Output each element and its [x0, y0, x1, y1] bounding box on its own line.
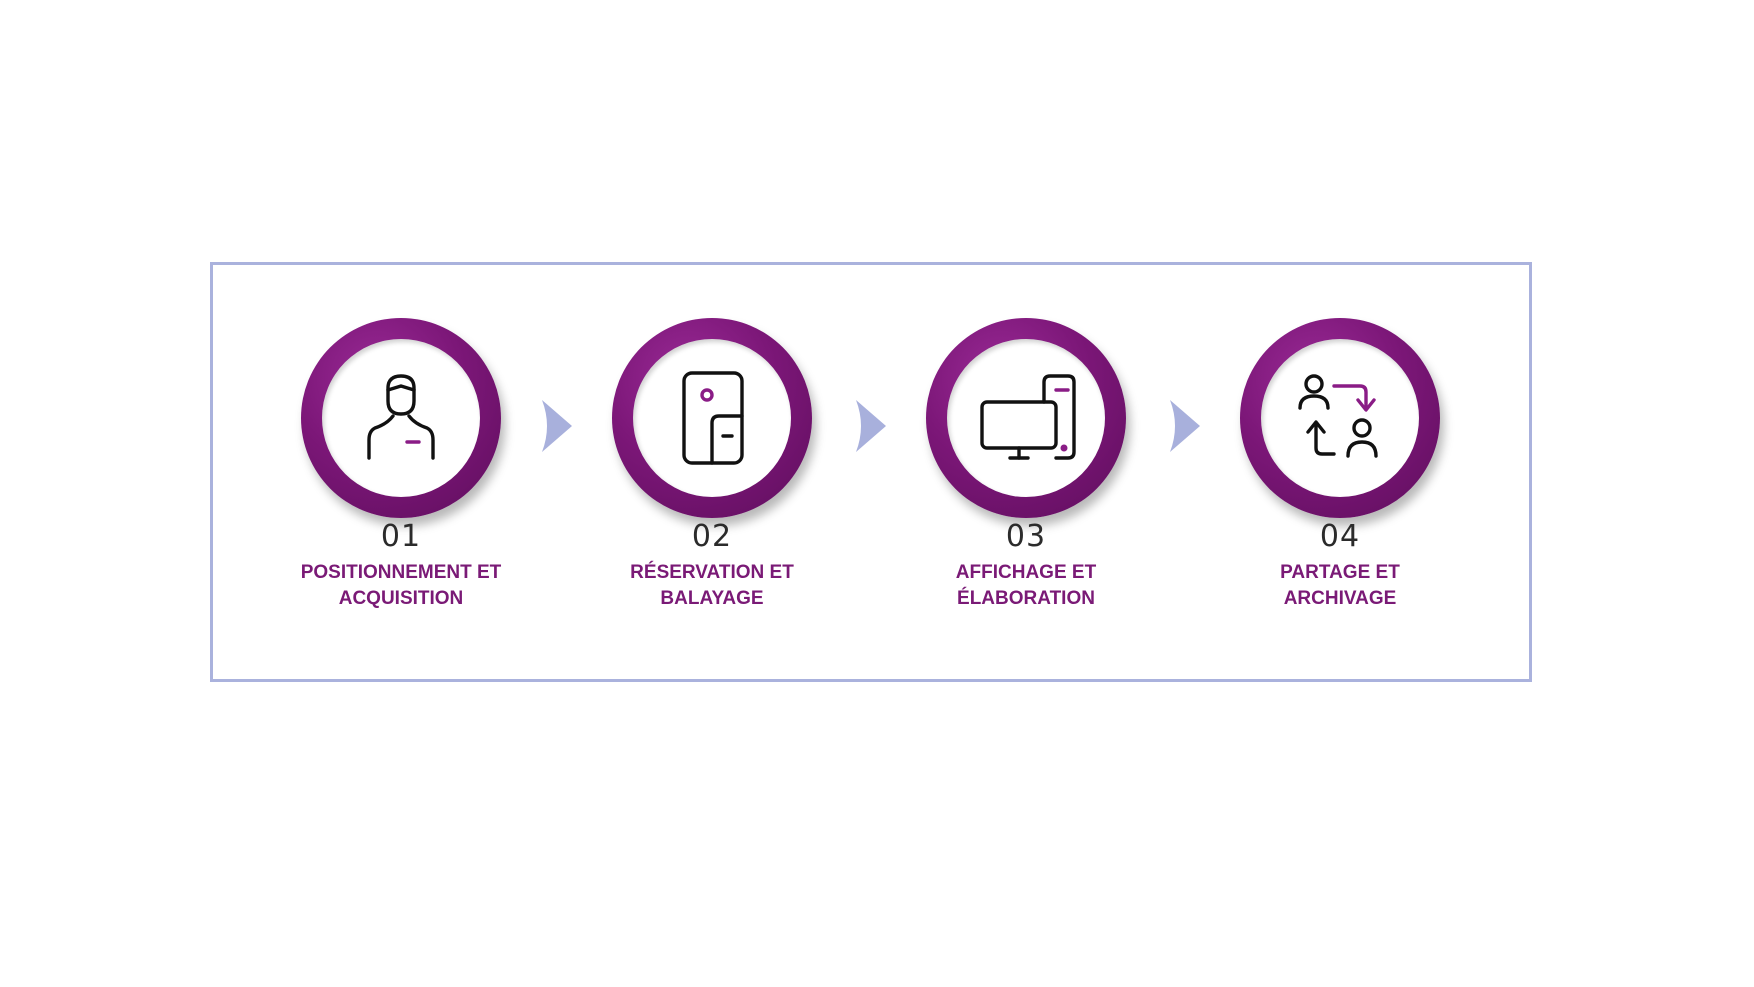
chevron-right-icon [856, 400, 886, 452]
step-3-label: AFFICHAGE ET ÉLABORATION [876, 560, 1176, 612]
step-1-ring-inner [322, 339, 480, 497]
step-3-label-line2: ÉLABORATION [957, 588, 1095, 609]
step-1-label-line1: POSITIONNEMENT ET [300, 562, 502, 583]
step-2-label: RÉSERVATION ET BALAYAGE [562, 560, 862, 612]
step-2-ring-inner [633, 339, 791, 497]
step-4-ring-inner [1261, 339, 1419, 497]
step-4-label-line1: PARTAGE ET [1280, 562, 1400, 583]
step-3-label-line1: AFFICHAGE ET [955, 562, 1097, 583]
step-2-label-line1: RÉSERVATION ET [630, 562, 794, 583]
devices-icon [980, 374, 1076, 460]
person-icon [367, 374, 435, 460]
scanner-icon [682, 371, 744, 465]
step-1-label-line2: ACQUISITION [338, 588, 464, 609]
chevron-right-icon [542, 400, 572, 452]
chevron-right-icon [1170, 400, 1200, 452]
step-4-number: 04 [1319, 519, 1361, 554]
step-3-ring [926, 318, 1126, 518]
step-2-number: 02 [691, 519, 733, 554]
step-2-label-line2: BALAYAGE [660, 588, 764, 609]
step-4-ring [1240, 318, 1440, 518]
step-1-number: 01 [380, 519, 422, 554]
step-3-ring-inner [947, 339, 1105, 497]
step-4-label: PARTAGE ET ARCHIVAGE [1190, 560, 1490, 612]
step-4-label-line2: ARCHIVAGE [1283, 588, 1397, 609]
share-users-icon [1298, 374, 1378, 458]
step-2-ring [612, 318, 812, 518]
step-3-number: 03 [1005, 519, 1047, 554]
step-1-ring [301, 318, 501, 518]
step-1-label: POSITIONNEMENT ET ACQUISITION [251, 560, 551, 612]
